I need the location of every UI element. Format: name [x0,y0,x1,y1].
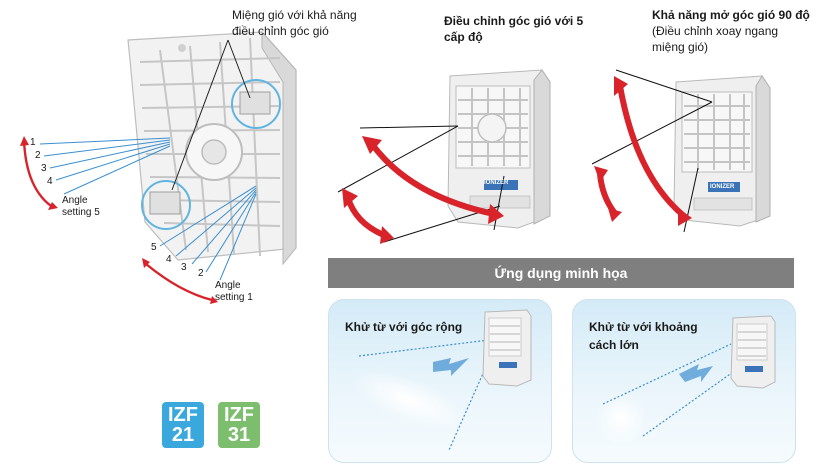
card1-title: Khử từ với góc rộng [345,320,463,334]
num-bottom-4: 4 [166,254,172,265]
highlight-ring-upper [231,79,281,129]
model-badge-izf21: IZF 21 [162,402,204,448]
badge31-line1: IZF [224,404,254,426]
open-angle-illustration [591,69,771,233]
adjust-title-line1: Điều chỉnh góc gió với 5 [444,14,584,28]
badge21-line1: IZF [168,404,198,426]
ionizer-device-right [673,75,771,227]
open-title: Khả năng mở góc gió 90 độ [652,8,810,22]
angle-setting-5-label: Angle setting 5 [62,195,100,219]
angle-setting-1-label: Angle setting 1 [215,280,253,304]
product-label-center: IONIZER [484,180,509,186]
callout-line-2: điều chỉnh góc gió [232,24,329,38]
angle-arrow-bottom [145,263,213,302]
angle1-line2: setting 1 [215,292,253,303]
louver-panel-illustration [20,30,297,304]
badge31-line2: 31 [227,424,251,446]
adjust-arrow-small [345,195,389,239]
callout-line-1: Miệng gió với khả năng [232,8,357,22]
adjust-title: Điều chỉnh góc gió với 5 cấp độ [444,13,614,45]
angle5-line2: setting 5 [62,207,100,218]
application-banner: Ứng dụng minh họa [328,258,794,288]
louver-panel [127,30,297,266]
card2-title-line1: Khử từ với khoảng [589,320,698,334]
adjust-arrow-large [369,141,497,217]
card1-device [482,309,532,387]
num-bottom-3: 3 [181,262,187,273]
angle5-line1: Angle [62,195,88,206]
adjust-title-line2: cấp độ [444,30,483,44]
badge21-line2: 21 [171,424,195,446]
open-arrow-small [597,171,617,215]
card1-illustration [350,309,532,451]
num-bottom-2: 2 [198,268,204,279]
card2-title: Khử từ với khoảng cách lớn [589,318,698,354]
highlight-ring-lower [141,180,191,230]
open-angle-text: Khả năng mở góc gió 90 độ (Điều chỉnh xo… [652,7,827,55]
num-left-1: 1 [30,137,36,148]
open-sub-line1: (Điều chỉnh xoay ngang [652,24,779,38]
angle1-line1: Angle [215,280,241,291]
num-bottom-5: 5 [151,242,157,253]
ionizer-device-center [447,69,551,229]
adjust-illustration [337,69,551,244]
card2-title-line2: cách lớn [589,338,639,352]
application-card-wide-angle: Khử từ với góc rộng [328,299,552,463]
card2-device [730,315,776,389]
num-left-4: 4 [47,176,53,187]
angle-arrow-left [22,139,55,210]
num-left-2: 2 [35,150,41,161]
open-arrow-large [617,83,687,219]
card2-illustration [595,315,776,444]
louver-callout-label: Miệng gió với khả năng điều chỉnh góc gi… [232,7,392,39]
num-left-3: 3 [41,163,47,174]
application-card-long-distance: Khử từ với khoảng cách lớn [572,299,796,463]
model-badge-izf31: IZF 31 [218,402,260,448]
product-label-right: IONIZER [710,184,735,190]
open-sub-line2: miệng gió) [652,40,709,54]
